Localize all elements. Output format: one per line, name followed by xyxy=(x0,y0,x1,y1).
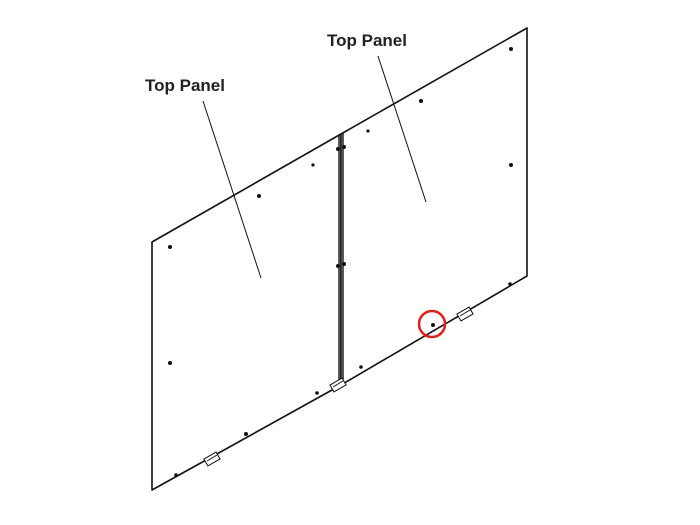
mounting-hole xyxy=(359,365,363,369)
mounting-hole xyxy=(419,99,423,103)
left-panel-holes xyxy=(168,163,319,477)
callout-label-right: Top Panel xyxy=(327,31,407,50)
mounting-hole xyxy=(174,473,178,477)
callout-label-left: Top Panel xyxy=(145,76,225,95)
right-panel-holes xyxy=(359,47,513,369)
mounting-hole xyxy=(244,432,248,436)
mounting-hole xyxy=(168,361,172,365)
left-top-panel xyxy=(151,133,342,491)
leader-line-right xyxy=(377,55,427,203)
hinge-center xyxy=(329,377,347,393)
mounting-hole xyxy=(311,163,315,167)
seam-fasteners xyxy=(336,145,346,268)
mounting-hole xyxy=(168,245,172,249)
seam-fastener xyxy=(342,145,346,149)
mounting-hole xyxy=(509,47,513,51)
right-top-panel xyxy=(340,27,528,386)
leader-line-left xyxy=(202,100,262,279)
mounting-hole xyxy=(509,163,513,167)
seam-fastener xyxy=(336,147,340,151)
mounting-hole xyxy=(508,282,512,286)
highlight-circle xyxy=(417,309,447,339)
hinge-left xyxy=(203,451,221,467)
seam-fastener xyxy=(336,264,340,268)
mounting-hole xyxy=(431,323,435,327)
mounting-hole xyxy=(366,129,370,133)
mounting-hole xyxy=(315,391,319,395)
mounting-hole xyxy=(257,194,261,198)
seam-fastener xyxy=(342,262,346,266)
hinge-right xyxy=(456,306,474,322)
